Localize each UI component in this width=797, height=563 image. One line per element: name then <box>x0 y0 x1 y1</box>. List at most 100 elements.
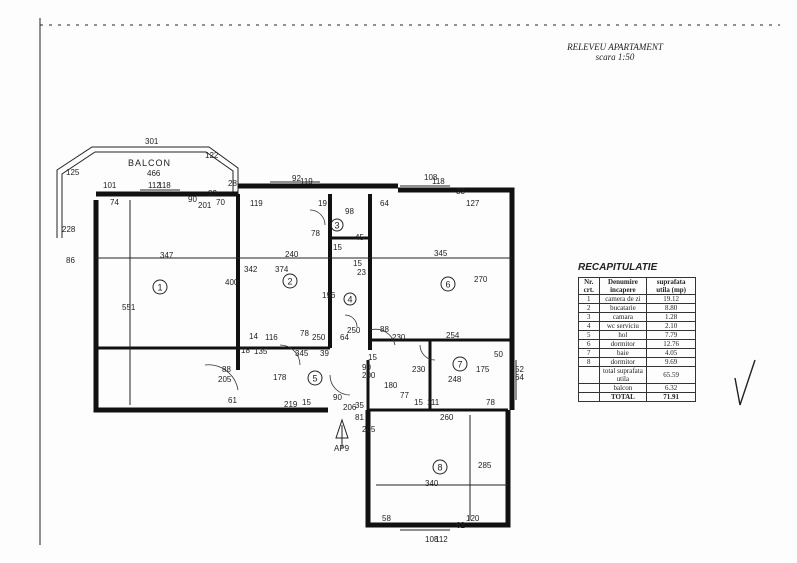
table-cell: 8 <box>578 357 600 367</box>
dim-label: 175 <box>476 365 490 374</box>
dim-label: 28 <box>228 179 237 188</box>
dim-label: 88 <box>380 325 389 334</box>
table-cell: camera de zi <box>598 294 648 304</box>
door-arc-4 <box>344 314 358 328</box>
dim-label: 135 <box>254 347 268 356</box>
door-arc-3 <box>309 209 326 226</box>
table-cell: 8.80 <box>646 303 696 313</box>
dim-label: 119 <box>300 177 313 186</box>
dim-label: 50 <box>494 350 503 359</box>
room-id: 7 <box>457 359 462 369</box>
dim-label: 205 <box>362 425 376 434</box>
table-cell <box>578 383 600 393</box>
dim-label: 120 <box>466 514 480 523</box>
dim-label: 254 <box>446 331 460 340</box>
door-arc-entry <box>329 374 351 396</box>
room-id: 6 <box>445 279 450 289</box>
dim-label: 15 <box>368 353 377 362</box>
table-cell: 1.28 <box>646 312 696 322</box>
table-cell: 7 <box>578 348 600 358</box>
table-cell: camara <box>598 312 648 322</box>
dim-label: 98 <box>345 207 354 216</box>
dim-label: 206 <box>343 403 357 412</box>
table-cell: dormitor <box>598 339 648 349</box>
dim-label: 81 <box>355 413 364 422</box>
table-cell: hol <box>598 330 648 340</box>
dim-label: 260 <box>440 413 454 422</box>
table-cell: 4.05 <box>646 348 696 358</box>
dim-label: 250 <box>347 326 361 335</box>
table-cell: TOTAL <box>598 392 648 402</box>
dim-label: 39 <box>320 349 329 358</box>
dim-label: 285 <box>478 461 492 470</box>
table-cell: 7.79 <box>646 330 696 340</box>
dim-label: 64 <box>380 199 389 208</box>
table-cell: 2.10 <box>646 321 696 331</box>
wall-bedroom8 <box>365 410 511 528</box>
room-id: 2 <box>287 276 292 286</box>
dim-label: 78 <box>311 229 320 238</box>
dim-label: 118 <box>432 177 445 186</box>
dim-label: 347 <box>160 251 174 260</box>
dim-label: 14 <box>249 332 258 341</box>
recap-table: Nr. crt. Denumire incapere suprafata uti… <box>578 277 696 402</box>
dim-label: 101 <box>103 181 117 190</box>
table-cell: total suprafata utila <box>598 366 648 384</box>
table-cell: 2 <box>578 303 600 313</box>
dim-label: 90 <box>188 195 197 204</box>
dim-label: 250 <box>312 333 326 342</box>
dim-label: 90 <box>333 393 342 402</box>
wall-west <box>93 200 240 413</box>
dim-label: 111 <box>427 398 440 407</box>
dim-label: 301 <box>145 137 159 146</box>
table-cell: 65.59 <box>646 366 696 384</box>
dim-label: 248 <box>448 375 462 384</box>
dim-label: 118 <box>158 181 171 190</box>
dim-label: 119 <box>250 199 263 208</box>
dim-label: 74 <box>110 198 119 207</box>
dim-label: 112 <box>148 181 161 190</box>
dimension-labels: 301 466 125 122 228 86 347 551 101 112 1… <box>62 137 524 544</box>
dim-label: 108 <box>424 173 438 182</box>
dim-label: 52 <box>515 365 524 374</box>
dim-label: 23 <box>357 268 366 277</box>
table-cell: 6 <box>578 339 600 349</box>
dim-label: 19 <box>318 199 327 208</box>
dim-label: 196 <box>322 291 336 300</box>
dim-label: 201 <box>198 201 212 210</box>
table-cell: 71.91 <box>646 392 696 402</box>
door-arc-7 <box>419 344 436 361</box>
dim-label: 86 <box>66 256 75 265</box>
room-id: 3 <box>334 220 339 230</box>
dim-label: 219 <box>284 400 298 409</box>
dim-label: 205 <box>218 375 232 384</box>
dim-label: 228 <box>62 225 76 234</box>
dim-label: 45 <box>355 233 364 242</box>
dim-label: 78 <box>300 329 309 338</box>
room-id: 5 <box>312 373 317 383</box>
dim-label: 345 <box>434 249 448 258</box>
dim-label: 70 <box>216 198 225 207</box>
dim-label: 77 <box>400 391 409 400</box>
dim-label: 15 <box>333 243 342 252</box>
dim-label: 90 <box>362 363 371 372</box>
dim-label: 342 <box>244 265 258 274</box>
dim-label: 345 <box>295 349 309 358</box>
dim-label: 240 <box>285 250 299 259</box>
table-cell: bucatarie <box>598 303 648 313</box>
dim-label: 18 <box>241 346 250 355</box>
dim-label: 178 <box>273 373 287 382</box>
dim-label: 340 <box>425 479 439 488</box>
door-arc-5 <box>369 328 396 346</box>
table-cell: baie <box>598 348 648 358</box>
recap-title: RECAPITULATIE <box>578 262 658 273</box>
dim-label: 116 <box>265 333 278 342</box>
table-cell: 5 <box>578 330 600 340</box>
dim-label: 270 <box>474 275 488 284</box>
